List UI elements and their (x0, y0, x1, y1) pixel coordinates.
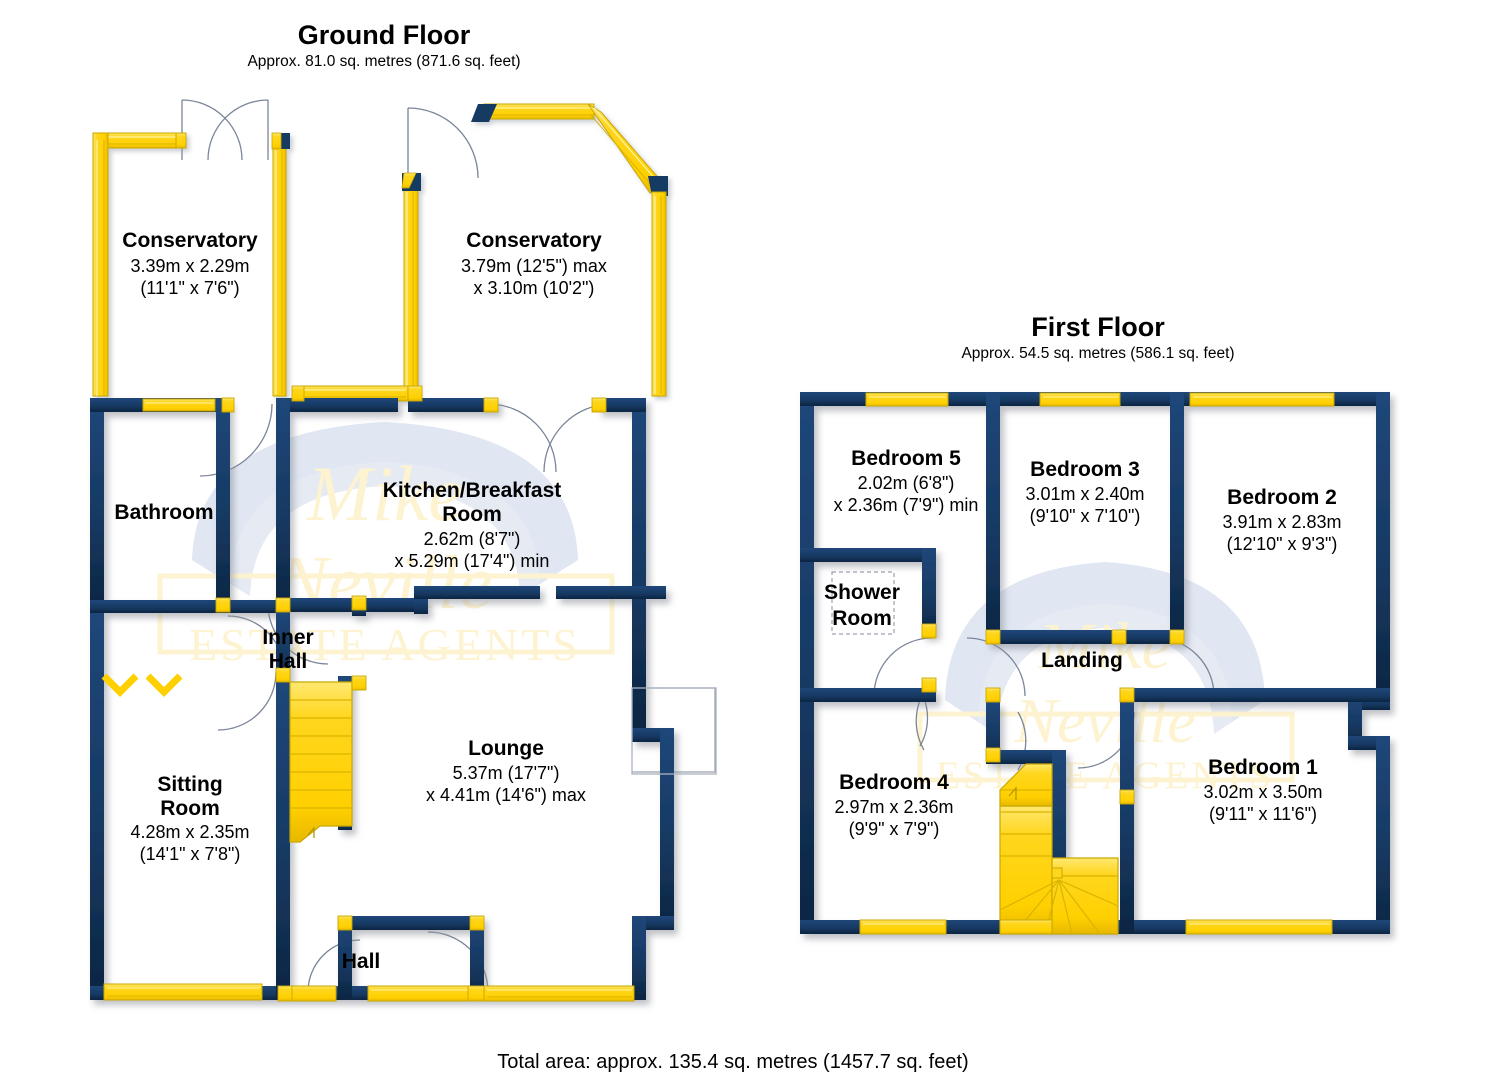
svg-text:3.91m x 2.83m: 3.91m x 2.83m (1222, 512, 1341, 532)
room-label-bedroom-5: Bedroom 5 2.02m (6'8") x 2.36m (7'9") mi… (834, 447, 979, 515)
first-floor-windows (859, 392, 1335, 935)
svg-text:Bedroom 2: Bedroom 2 (1227, 486, 1337, 509)
ground-floor-title: Ground Floor (298, 20, 471, 50)
first-floor-walls (800, 392, 1390, 934)
svg-text:Landing: Landing (1041, 649, 1123, 672)
svg-text:Hall: Hall (342, 950, 381, 973)
ground-floor-plan (90, 99, 717, 1002)
room-label-bathroom: Bathroom (114, 501, 213, 524)
svg-text:Sitting: Sitting (157, 773, 222, 796)
svg-text:Conservatory: Conservatory (122, 229, 258, 252)
svg-text:Bedroom 1: Bedroom 1 (1208, 756, 1318, 779)
svg-text:x 3.10m (10'2"): x 3.10m (10'2") (474, 278, 595, 298)
svg-text:5.37m (17'7"): 5.37m (17'7") (453, 763, 560, 783)
svg-text:Room: Room (832, 607, 892, 630)
first-staircase (999, 763, 1119, 935)
room-label-bedroom-2: Bedroom 2 3.91m x 2.83m (12'10" x 9'3") (1222, 486, 1341, 554)
svg-text:(9'10" x 7'10"): (9'10" x 7'10") (1030, 506, 1141, 526)
room-label-hall: Hall (342, 950, 381, 973)
ground-staircase (289, 681, 353, 843)
conservatory-right-structure (299, 103, 668, 402)
lounge-alcove (631, 687, 717, 775)
first-floor-subtitle: Approx. 54.5 sq. metres (586.1 sq. feet) (961, 345, 1234, 362)
svg-text:Mike: Mike (306, 450, 463, 537)
svg-text:Lounge: Lounge (468, 737, 544, 760)
first-door-jambs (921, 623, 1185, 805)
conservatory-left-structure (92, 132, 290, 397)
svg-text:2.97m x 2.36m: 2.97m x 2.36m (834, 797, 953, 817)
svg-text:x 5.29m (17'4") min: x 5.29m (17'4") min (395, 551, 550, 571)
svg-text:x 4.41m (14'6") max: x 4.41m (14'6") max (426, 785, 586, 805)
svg-text:Inner: Inner (262, 626, 313, 649)
shower-tray (831, 571, 895, 635)
svg-text:3.01m x 2.40m: 3.01m x 2.40m (1025, 484, 1144, 504)
svg-text:4.28m x 2.35m: 4.28m x 2.35m (130, 822, 249, 842)
svg-text:Bedroom 4: Bedroom 4 (839, 771, 949, 794)
svg-text:Bathroom: Bathroom (114, 501, 213, 524)
svg-text:3.79m (12'5") max: 3.79m (12'5") max (461, 256, 607, 276)
svg-text:(12'10" x 9'3"): (12'10" x 9'3") (1227, 534, 1338, 554)
svg-text:x 2.36m (7'9") min: x 2.36m (7'9") min (834, 495, 979, 515)
ground-door-jambs (215, 385, 607, 1002)
room-label-bedroom-4: Bedroom 4 2.97m x 2.36m (9'9" x 7'9") (834, 771, 953, 839)
svg-text:Bedroom 5: Bedroom 5 (851, 447, 961, 470)
svg-text:3.02m x 3.50m: 3.02m x 3.50m (1203, 782, 1322, 802)
room-label-shower-room: Shower Room (824, 581, 900, 630)
svg-text:(11'1" x 7'6"): (11'1" x 7'6") (140, 278, 239, 298)
room-label-landing: Landing (1041, 649, 1123, 672)
room-label-conservatory-left: Conservatory 3.39m x 2.29m (11'1" x 7'6"… (122, 229, 258, 298)
svg-text:2.02m (6'8"): 2.02m (6'8") (858, 473, 955, 493)
svg-text:Shower: Shower (824, 581, 900, 604)
svg-text:ESTATE AGENTS: ESTATE AGENTS (189, 619, 581, 670)
ground-floor-windows (101, 398, 635, 1002)
room-label-inner-hall: Inner Hall (262, 626, 313, 673)
room-label-lounge: Lounge 5.37m (17'7") x 4.41m (14'6") max (426, 737, 586, 805)
first-floor-title: First Floor (1031, 312, 1165, 342)
room-label-kitchen-breakfast: Kitchen/Breakfast Room 2.62m (8'7") x 5.… (383, 479, 562, 571)
total-area-label: Total area: approx. 135.4 sq. metres (14… (497, 1051, 968, 1073)
svg-text:Hall: Hall (269, 650, 308, 673)
svg-text:2.62m (8'7"): 2.62m (8'7") (424, 529, 521, 549)
first-floor-plan (800, 392, 1390, 935)
room-label-sitting-room: Sitting Room 4.28m x 2.35m (14'1" x 7'8"… (130, 773, 249, 864)
svg-text:Mike: Mike (1038, 610, 1171, 683)
svg-text:(9'9" x 7'9"): (9'9" x 7'9") (849, 819, 940, 839)
room-label-bedroom-3: Bedroom 3 3.01m x 2.40m (9'10" x 7'10") (1025, 458, 1144, 526)
svg-text:Room: Room (442, 503, 502, 526)
room-label-conservatory-right: Conservatory 3.79m (12'5") max x 3.10m (… (461, 229, 607, 298)
svg-text:Conservatory: Conservatory (466, 229, 602, 252)
svg-text:(9'11" x 11'6"): (9'11" x 11'6") (1209, 804, 1317, 824)
svg-text:Room: Room (160, 797, 220, 820)
ground-floor-subtitle: Approx. 81.0 sq. metres (871.6 sq. feet) (247, 53, 520, 70)
svg-text:(14'1" x 7'8"): (14'1" x 7'8") (140, 844, 241, 864)
room-label-bedroom-1: Bedroom 1 3.02m x 3.50m (9'11" x 11'6") (1203, 756, 1322, 824)
svg-text:Kitchen/Breakfast: Kitchen/Breakfast (383, 479, 562, 502)
svg-text:3.39m x 2.29m: 3.39m x 2.29m (130, 256, 249, 276)
svg-text:Bedroom 3: Bedroom 3 (1030, 458, 1140, 481)
